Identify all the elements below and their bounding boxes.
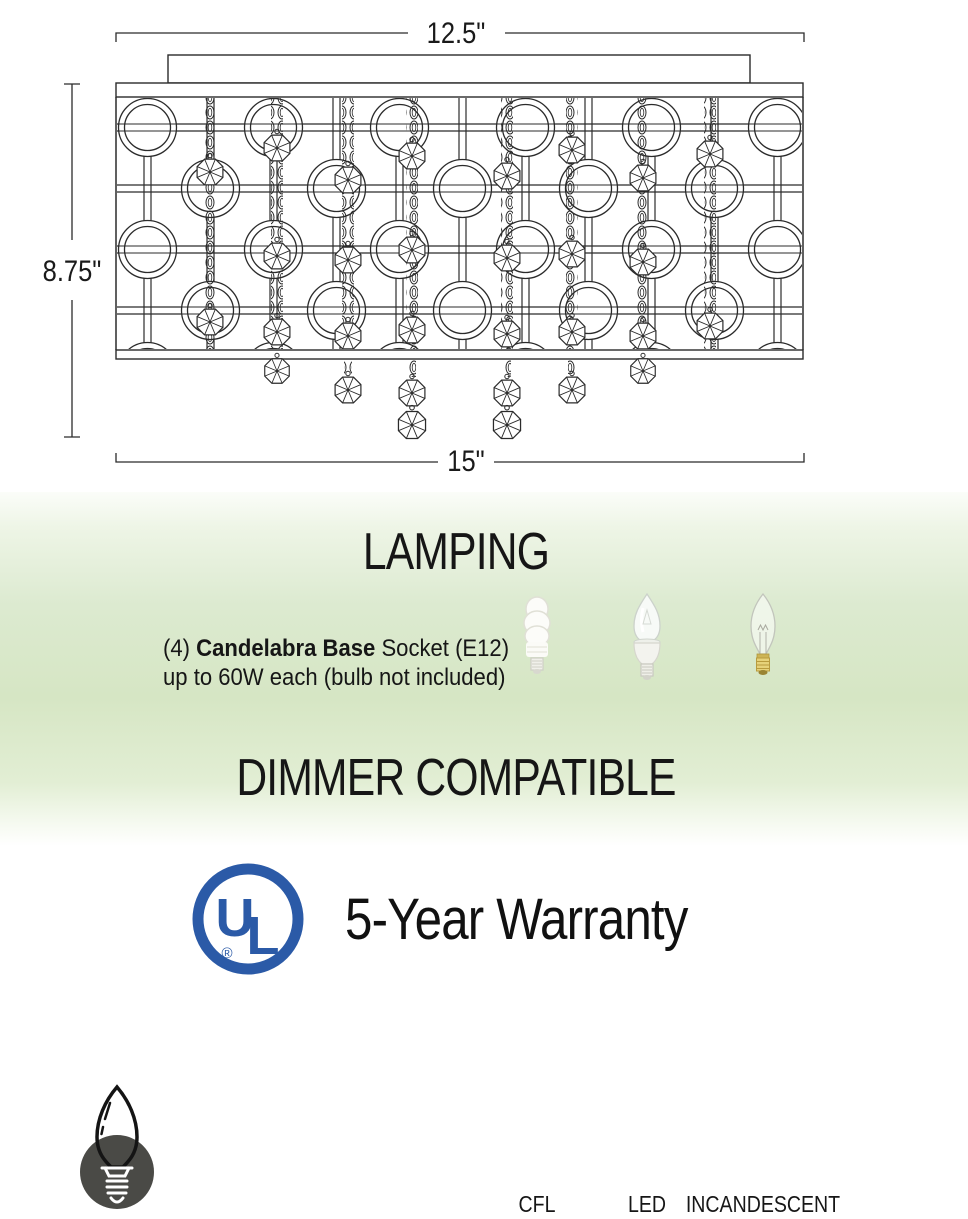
dimmer-compatible-text: DIMMER COMPATIBLE <box>236 749 676 807</box>
warranty-text: 5-Year Warranty <box>345 887 688 952</box>
hanging-crystals <box>264 352 656 440</box>
shade-lattice <box>117 98 802 349</box>
led-label: LED <box>627 1191 667 1217</box>
incandescent-bulb-image <box>750 592 776 675</box>
shade-side-edges <box>115 97 804 350</box>
shade-bottom-band <box>115 349 804 360</box>
incandescent-label: INCANDESCENT <box>685 1191 841 1217</box>
dim-side-label: 8.75" <box>43 254 102 287</box>
ul-registered-mark: ® <box>221 945 232 962</box>
lamping-section: LAMPING (4) Candelabra Base Socket (E12)… <box>0 492 968 1217</box>
socket-spec-text: (4) Candelabra Base Socket (E12) up to 6… <box>163 634 509 692</box>
led-bulb-image <box>633 592 661 680</box>
dim-bottom-label: 15" <box>447 444 484 477</box>
lamping-title: LAMPING <box>362 523 550 581</box>
fixture-line-drawing: 12.5" 8.75" 15" <box>43 16 805 477</box>
dimension-lines <box>64 32 805 463</box>
cfl-label: CFL <box>518 1191 556 1217</box>
dim-top-label: 12.5" <box>427 16 486 49</box>
candelabra-socket-icon <box>80 1084 154 1209</box>
ul-logo-l: L <box>247 906 280 966</box>
ul-logo: U L ® <box>192 863 304 975</box>
socket-spec-line1: (4) Candelabra Base Socket (E12) <box>163 635 510 662</box>
socket-spec-line2: up to 60W each (bulb not included) <box>163 664 506 691</box>
canopy <box>167 54 751 84</box>
ul-logo-u: U <box>216 888 255 948</box>
shade-top-band <box>115 82 804 98</box>
cfl-bulb-image <box>523 596 551 674</box>
